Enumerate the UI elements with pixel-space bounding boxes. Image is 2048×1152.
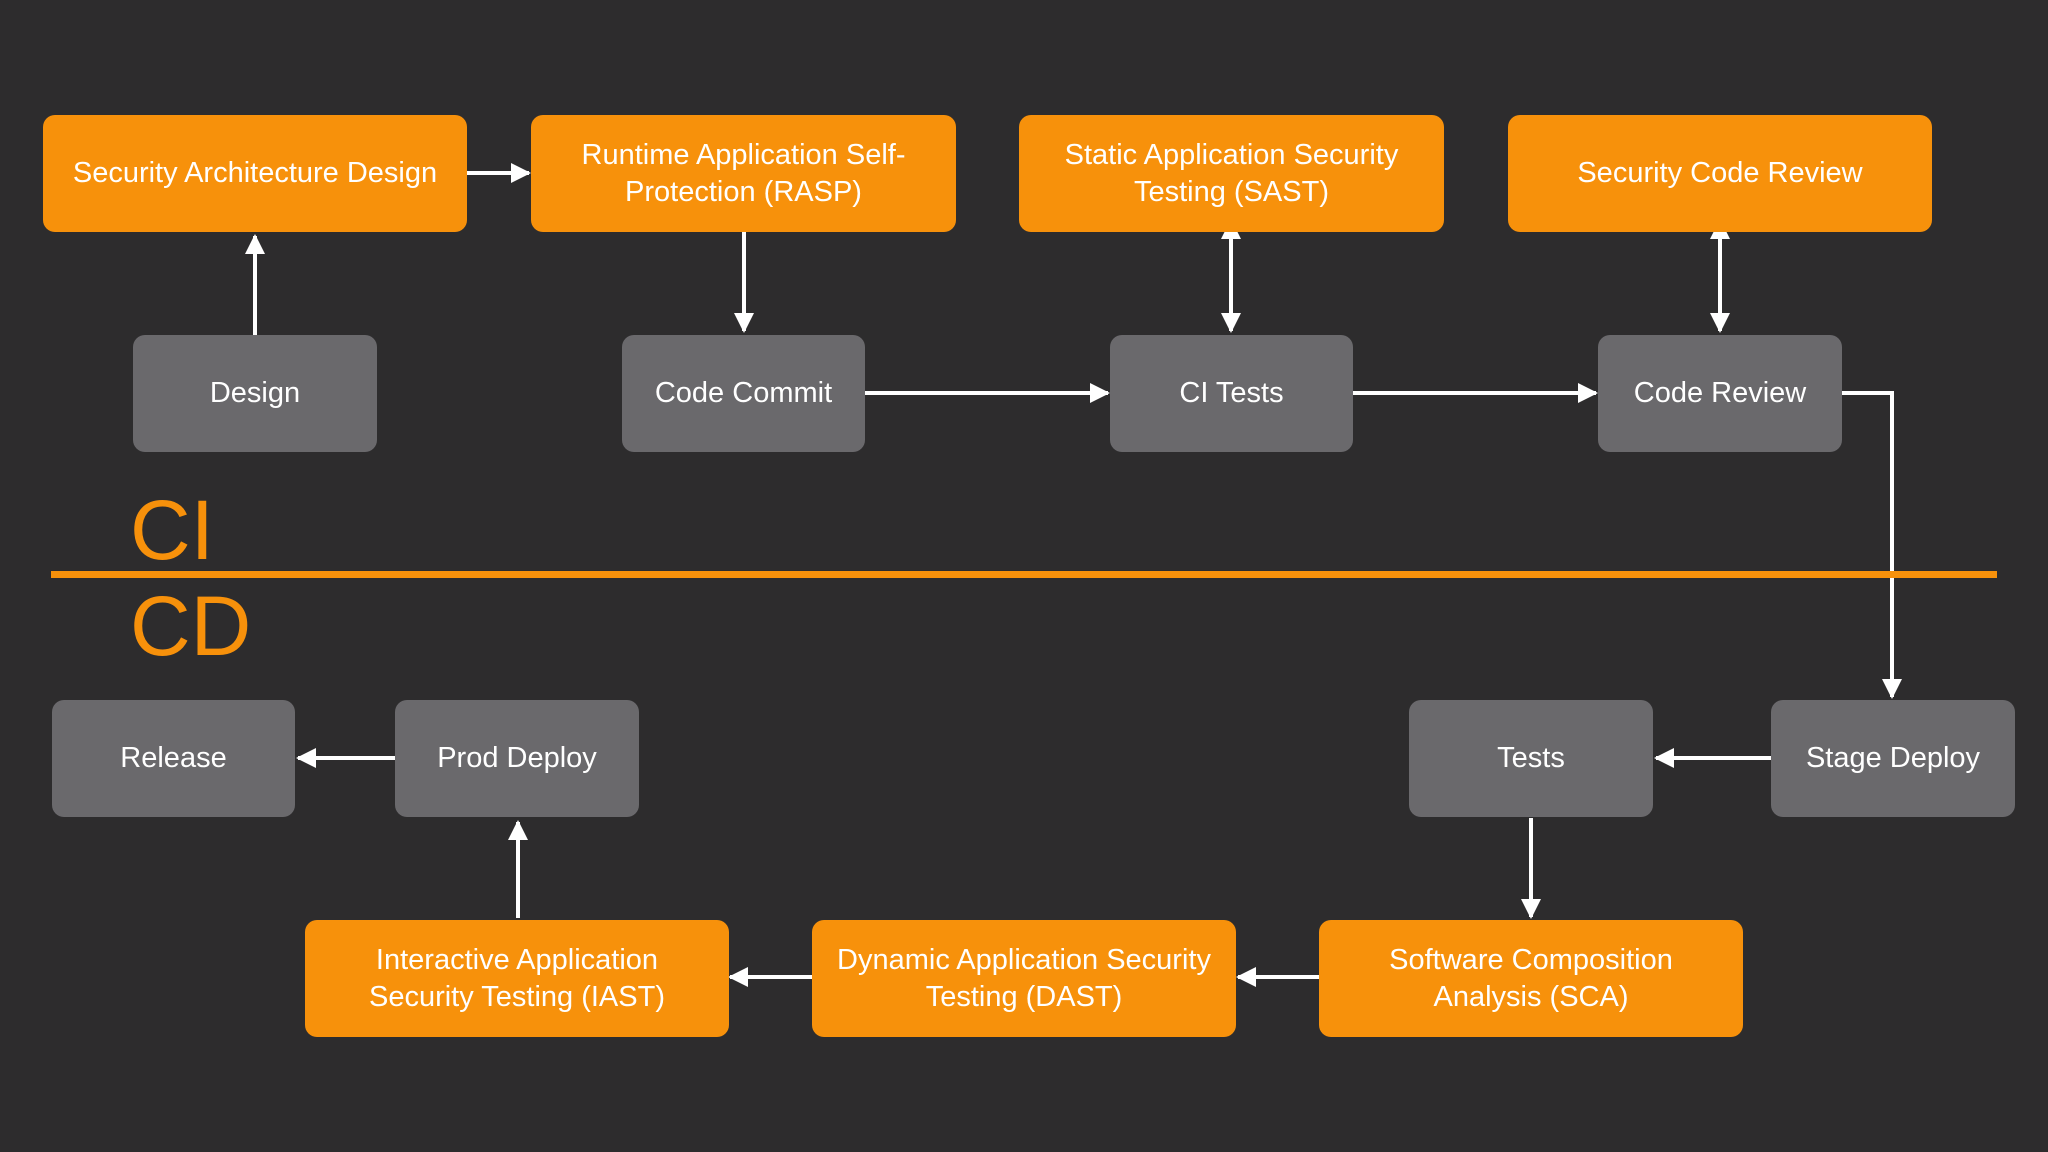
arrow-code-review-to-stage-deploy — [1842, 391, 1902, 699]
cd-section-label: CD — [130, 579, 252, 673]
rasp-label: Runtime Application Self- Protection (RA… — [581, 138, 906, 208]
sca-box: Software Composition Analysis (SCA) — [1319, 920, 1743, 1037]
iast-label: Interactive Application Security Testing… — [368, 943, 665, 1013]
stage-deploy-label: Stage Deploy — [1805, 742, 1981, 774]
rasp-box: Runtime Application Self- Protection (RA… — [531, 115, 956, 232]
code-review-box: Code Review — [1598, 335, 1842, 452]
sca-label: Software Composition Analysis (SCA) — [1389, 943, 1673, 1013]
iast-box: Interactive Application Security Testing… — [305, 920, 729, 1037]
sast-label: Static Application Security Testing (SAS… — [1064, 138, 1399, 208]
stage-deploy-box: Stage Deploy — [1771, 700, 2015, 817]
prod-deploy-label: Prod Deploy — [437, 742, 597, 774]
design-label: Design — [209, 377, 301, 409]
ci-cd-divider — [51, 571, 1997, 578]
tests-label: Tests — [1497, 742, 1565, 774]
sast-box: Static Application Security Testing (SAS… — [1019, 115, 1444, 232]
security-code-review-label: Security Code Review — [1577, 157, 1863, 189]
ci-tests-box: CI Tests — [1110, 335, 1353, 452]
ci-section-label: CI — [130, 483, 214, 577]
design-box: Design — [133, 335, 377, 452]
dast-label: Dynamic Application Security Testing (DA… — [837, 943, 1211, 1013]
tests-box: Tests — [1409, 700, 1653, 817]
release-label: Release — [120, 742, 227, 774]
code-commit-label: Code Commit — [654, 377, 833, 409]
code-commit-box: Code Commit — [622, 335, 865, 452]
security-code-review-box: Security Code Review — [1508, 115, 1932, 232]
release-box: Release — [52, 700, 295, 817]
security-architecture-design-label: Security Architecture Design — [72, 157, 438, 189]
dast-box: Dynamic Application Security Testing (DA… — [812, 920, 1236, 1037]
prod-deploy-box: Prod Deploy — [395, 700, 639, 817]
security-architecture-design-box: Security Architecture Design — [43, 115, 467, 232]
ci-tests-label: CI Tests — [1179, 377, 1284, 409]
code-review-label: Code Review — [1633, 377, 1807, 409]
